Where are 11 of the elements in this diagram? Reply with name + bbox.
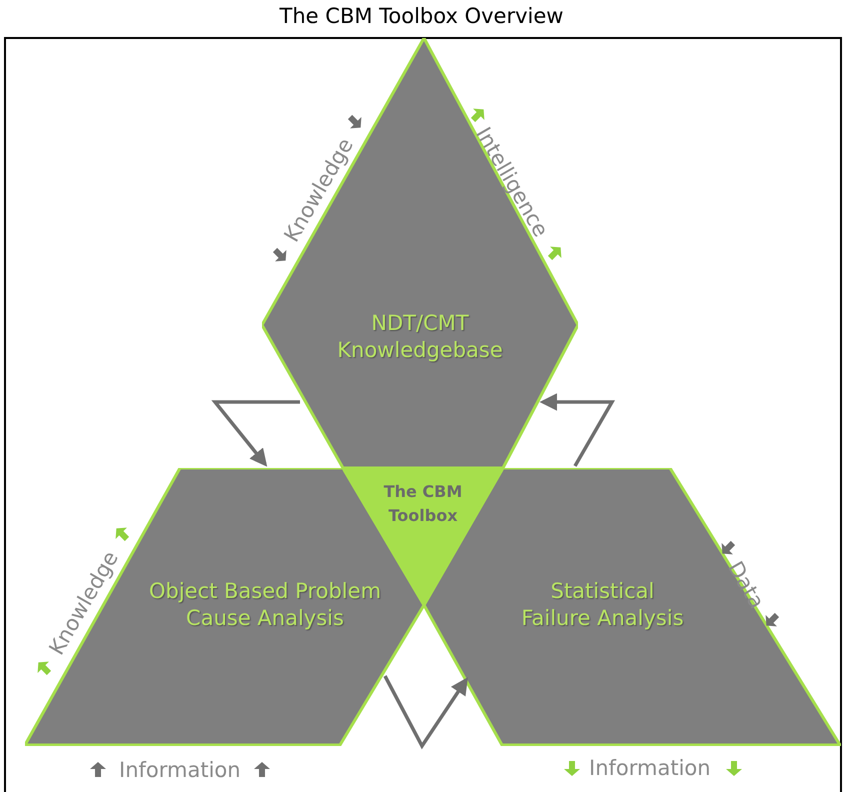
arrow bbox=[383, 675, 468, 750]
node-label: Object Based Problem Cause Analysis bbox=[148, 578, 382, 632]
node-label: NDT/CMT Knowledgebase bbox=[336, 310, 504, 364]
arrow bbox=[211, 400, 300, 467]
flow-label: Information bbox=[119, 758, 241, 782]
diamond-shape bbox=[262, 38, 578, 468]
node-label: The CBM Toolbox bbox=[382, 481, 464, 527]
arrow bbox=[540, 393, 616, 467]
flow-label: Information bbox=[589, 756, 711, 780]
title: The CBM Toolbox Overview bbox=[278, 4, 564, 28]
node-label: Statistical Failure Analysis bbox=[520, 578, 685, 632]
